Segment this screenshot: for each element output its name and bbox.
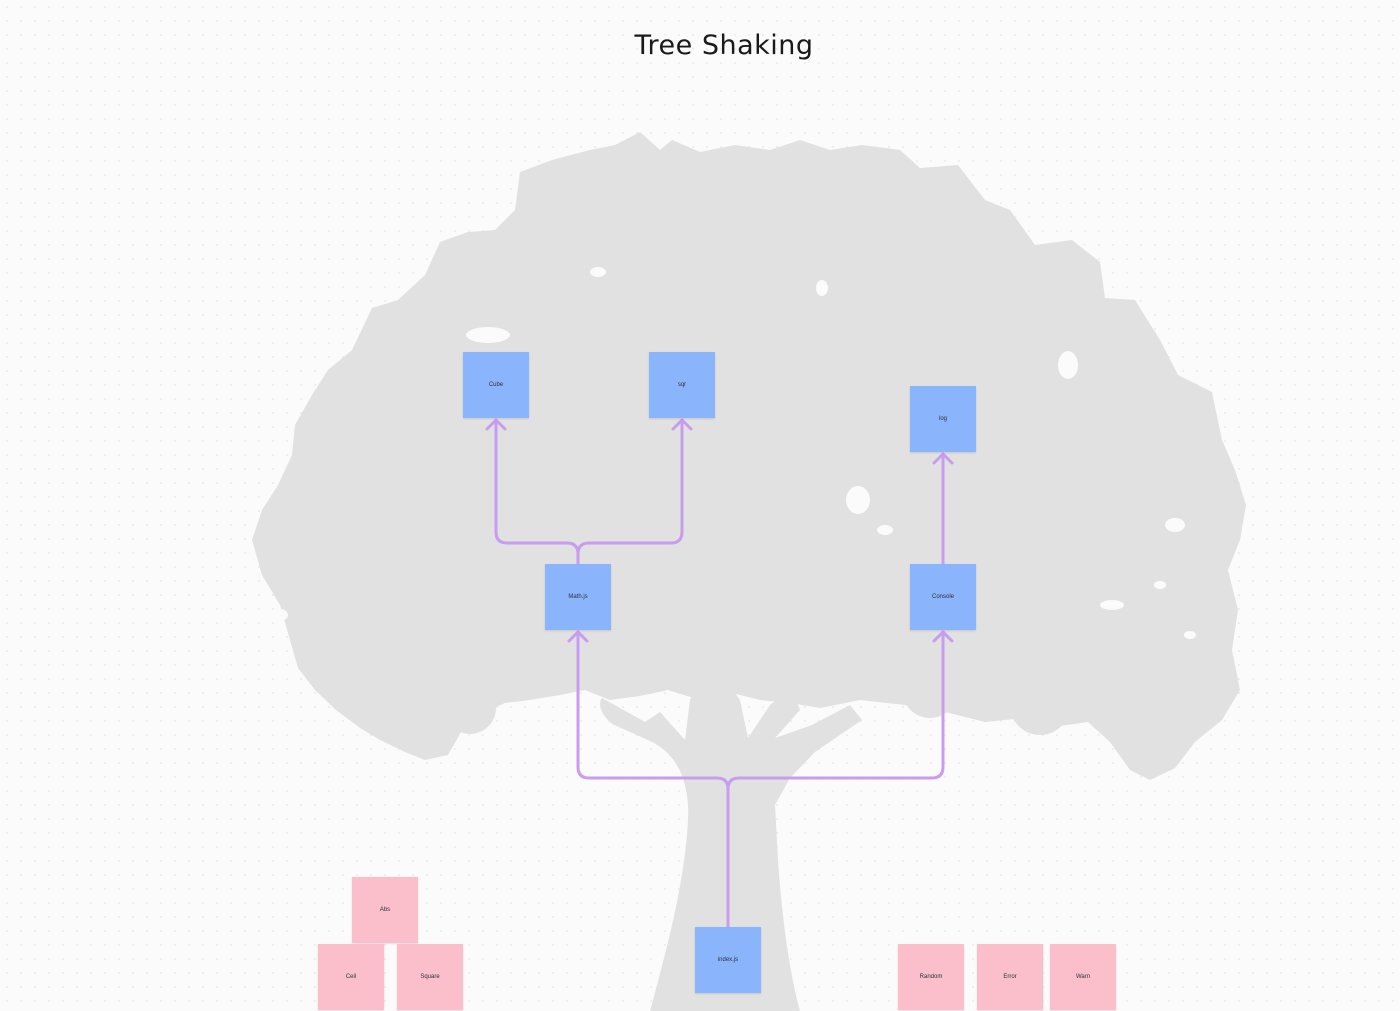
arrow-math-to-sqr bbox=[576, 418, 684, 556]
node-sqr[interactable]: sqr bbox=[649, 352, 715, 418]
node-console[interactable]: Console bbox=[910, 564, 976, 630]
tree-trunk bbox=[600, 660, 862, 1011]
arrowhead-log bbox=[932, 452, 954, 465]
node-random[interactable]: Random bbox=[898, 944, 964, 1010]
node-index-js[interactable]: index.js bbox=[695, 927, 761, 993]
node-math-js[interactable]: Math.js bbox=[545, 564, 611, 630]
node-ceil[interactable]: Ceil bbox=[318, 944, 384, 1010]
canopy-gaps bbox=[272, 267, 1196, 639]
arrowhead-math bbox=[567, 630, 589, 643]
node-error[interactable]: Error bbox=[977, 944, 1043, 1010]
tree-canopy bbox=[252, 132, 1246, 780]
node-log[interactable]: log bbox=[910, 386, 976, 452]
arrowhead-cube bbox=[485, 418, 507, 431]
arrow-index-to-math bbox=[576, 630, 730, 929]
board-title: Tree Shaking bbox=[634, 30, 814, 61]
arrowhead-sqr bbox=[671, 418, 693, 431]
arrow-index-to-console bbox=[726, 630, 945, 791]
arrow-math-to-cube bbox=[494, 418, 580, 566]
arrowhead-console bbox=[932, 630, 954, 643]
node-abs[interactable]: Abs bbox=[352, 877, 418, 943]
node-cube[interactable]: Cube bbox=[463, 352, 529, 418]
node-warn[interactable]: Warn bbox=[1050, 944, 1116, 1010]
node-square[interactable]: Square bbox=[397, 944, 463, 1010]
